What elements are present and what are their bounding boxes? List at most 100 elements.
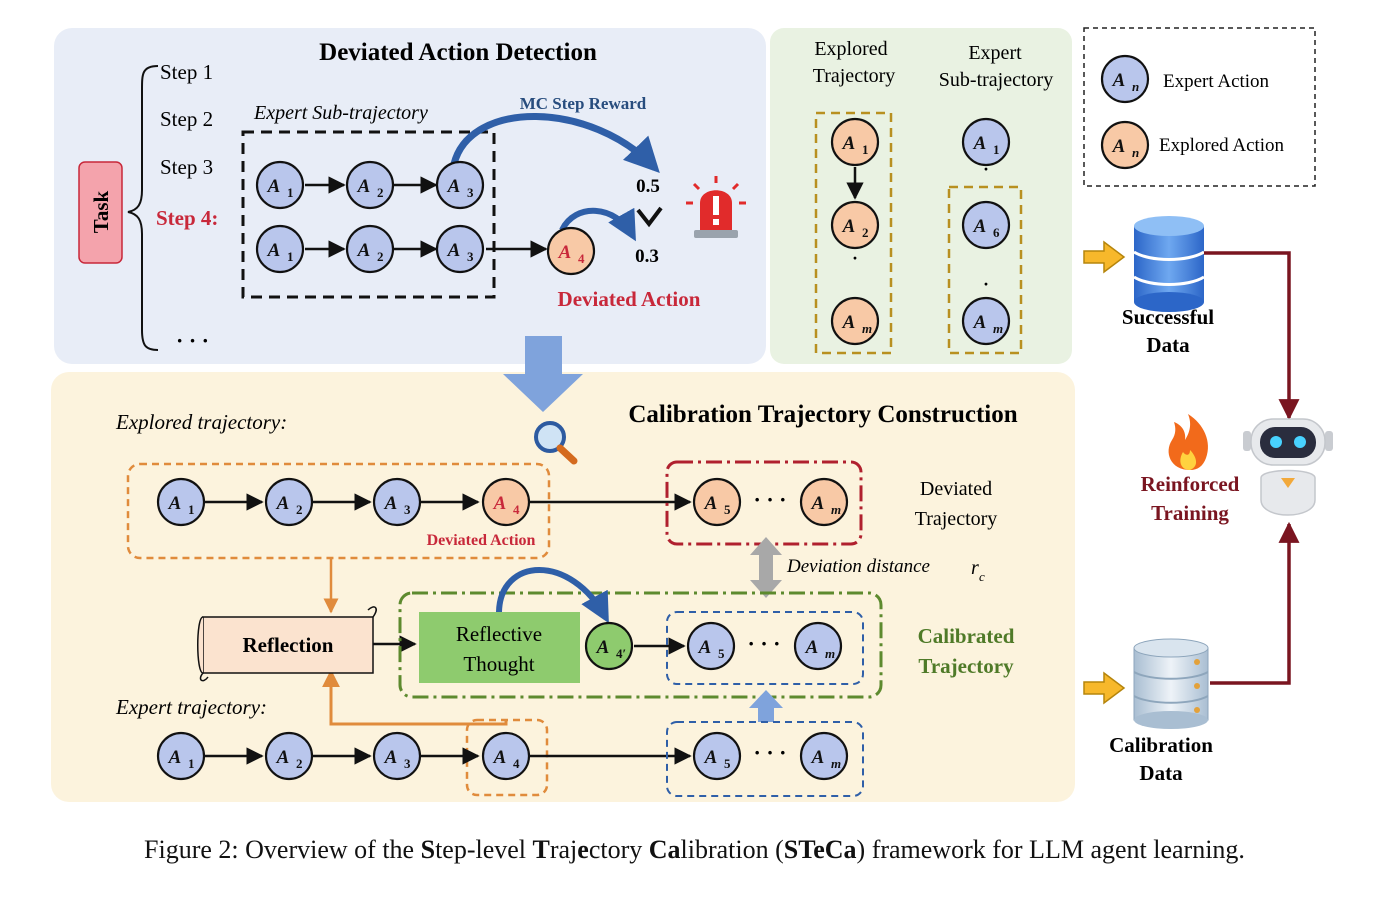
svg-text:4′: 4′ (616, 646, 626, 661)
svg-text:A: A (973, 312, 987, 333)
step-2: Step 2 (160, 107, 213, 131)
successful-database-icon (1133, 216, 1205, 312)
svg-text:A: A (493, 747, 507, 768)
legend-explored-label: Explored Action (1159, 135, 1285, 156)
svg-text:n: n (1132, 145, 1139, 160)
reward-high: 0.5 (636, 176, 660, 197)
legend-expert-label: Expert Action (1163, 71, 1270, 92)
compare-panel (770, 28, 1072, 364)
explored-traj-label-1: Explored (814, 38, 887, 60)
svg-text:A: A (276, 493, 290, 514)
svg-text:A: A (842, 133, 856, 154)
detection-panel (54, 28, 766, 364)
svg-text:1: 1 (862, 142, 869, 157)
svg-text:2: 2 (862, 225, 869, 240)
explored-traj-label: Explored trajectory: (115, 410, 287, 434)
calibrated-traj-label-2: Trajectory (918, 654, 1014, 678)
calibration-database-icon (1133, 638, 1209, 729)
reflection-scroll (197, 606, 377, 682)
calibration-data-label-2: Data (1139, 761, 1183, 785)
expert-subtraj-box (241, 130, 496, 299)
reinforced-training-label-2: Training (1151, 501, 1229, 525)
svg-text:3: 3 (467, 249, 474, 264)
deviated-traj-label-1: Deviated (920, 478, 992, 500)
calibrated-traj-label-1: Calibrated (918, 624, 1015, 648)
explored-prefix-box (126, 462, 551, 560)
calibrated-suffix-dots: · · · (747, 631, 780, 656)
explored-col-dots: · (852, 248, 858, 268)
flame-icon (1168, 414, 1208, 470)
successful-data-label-1: Successful (1122, 305, 1214, 329)
step-3: Step 3 (160, 155, 213, 179)
step-4: Step 4: (156, 206, 218, 230)
step-1: Step 1 (160, 60, 213, 84)
reinforced-training-label-1: Reinforced (1141, 472, 1240, 496)
svg-text:m: m (993, 321, 1003, 336)
mc-reward-label: MC Step Reward (520, 94, 647, 113)
deviation-distance-label: Deviation distance (786, 556, 930, 577)
compare-mark (636, 206, 663, 228)
caption-s4: libration ( (680, 835, 784, 864)
reward-low: 0.3 (635, 246, 659, 267)
caption-s2b: T (532, 835, 550, 864)
svg-text:A: A (811, 493, 825, 514)
reflective-thought-label-2: Thought (463, 652, 534, 676)
svg-text:2: 2 (296, 756, 303, 771)
svg-text:m: m (831, 502, 841, 517)
svg-text:2: 2 (377, 185, 384, 200)
svg-text:A: A (1112, 70, 1126, 91)
svg-text:1: 1 (287, 185, 294, 200)
svg-text:5: 5 (724, 756, 731, 771)
successful-data-label-2: Data (1146, 333, 1190, 357)
svg-text:2: 2 (296, 502, 303, 517)
svg-text:5: 5 (718, 646, 725, 661)
svg-text:1: 1 (993, 142, 1000, 157)
reflection-label: Reflection (243, 633, 334, 657)
reflect-curve-arrow (496, 567, 609, 624)
svg-text:A: A (168, 493, 182, 514)
caption-s1b: S (420, 835, 436, 864)
svg-text:A: A (704, 493, 718, 514)
calibration-to-robot-line (1210, 521, 1300, 685)
step-ellipsis: · · · (176, 328, 209, 353)
expert-suffix-dots: · · · (753, 740, 786, 765)
bottom-deviated-action-label: Deviated Action (427, 532, 536, 549)
svg-text:1: 1 (188, 502, 195, 517)
deviated-traj-label-2: Trajectory (915, 508, 998, 530)
rc-symbol: r (971, 557, 979, 579)
svg-text:m: m (862, 321, 872, 336)
caption-s4b: Ca (648, 835, 681, 864)
calibrated-box (398, 591, 883, 699)
svg-text:4: 4 (513, 502, 520, 517)
svg-text:4: 4 (578, 251, 585, 266)
calibrated-suffix-box (666, 611, 864, 685)
svg-text:A: A (267, 240, 281, 261)
robot-icon (1243, 418, 1333, 516)
up-arrow (749, 690, 783, 722)
svg-text:n: n (1132, 79, 1139, 94)
svg-text:A: A (973, 216, 987, 237)
svg-text:A: A (698, 637, 712, 658)
svg-text:4: 4 (513, 756, 520, 771)
steca-diagram: Deviated Action Detection Task Step 1 St… (51, 27, 1333, 802)
calibration-data-label-1: Calibration (1109, 733, 1213, 757)
svg-text:A: A (973, 133, 987, 154)
caption-s3: ctory (588, 835, 649, 864)
svg-text:A: A (447, 176, 461, 197)
